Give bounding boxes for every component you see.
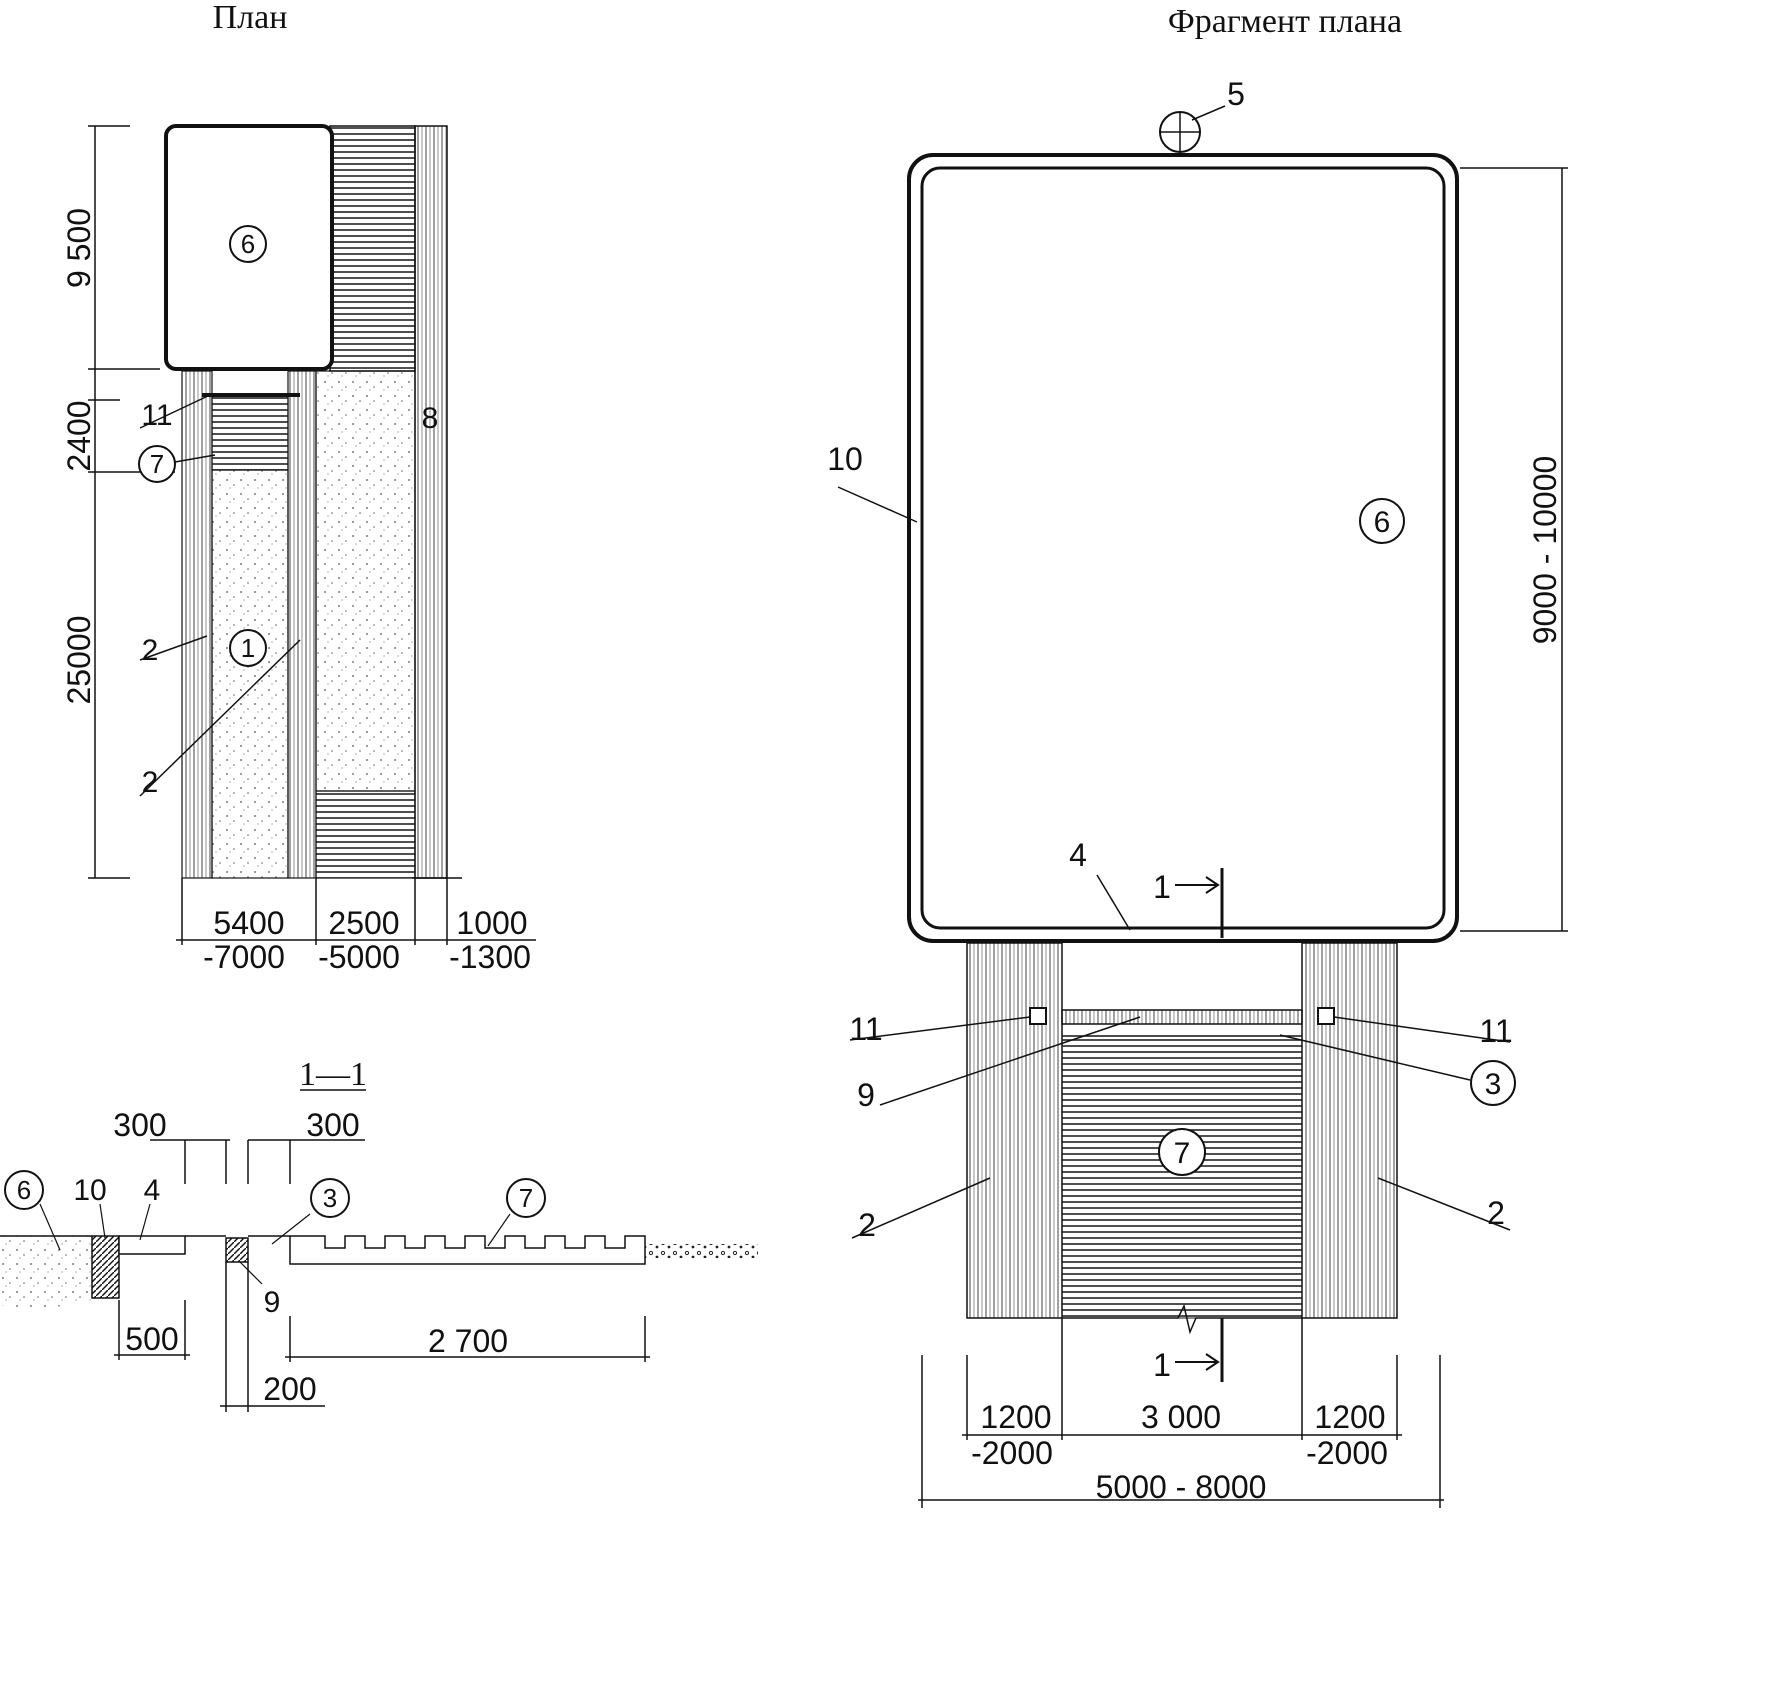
plan-title: План bbox=[213, 0, 288, 36]
fragment-label-11-right: 11 bbox=[1479, 1013, 1512, 1049]
fragment-building-inner bbox=[920, 166, 1446, 930]
plan-strip-2-right bbox=[287, 370, 317, 879]
plan-hatched-bottom bbox=[315, 790, 416, 879]
plan-label-2-b: 2 bbox=[142, 766, 159, 799]
fragment-dim-left-a: 1200 bbox=[980, 1399, 1051, 1435]
section-slab-4 bbox=[118, 1235, 186, 1255]
section-soil-6 bbox=[0, 1236, 92, 1310]
plan-dim-2400: 2400 bbox=[61, 400, 97, 471]
fragment-marker-11-left bbox=[1029, 1007, 1047, 1025]
fragment-drawing bbox=[837, 105, 1568, 1508]
plan-label-8: 8 bbox=[422, 402, 439, 435]
section-title: 1—1 bbox=[299, 1056, 367, 1093]
fragment-callout-6 bbox=[1359, 498, 1405, 544]
section-label-10: 10 bbox=[73, 1174, 106, 1207]
fragment-cut-label-bottom: 1 bbox=[1153, 1347, 1171, 1383]
fragment-dim-left-b: -2000 bbox=[971, 1435, 1053, 1471]
plan-strip-8 bbox=[414, 125, 448, 879]
plan-dim-7000: -7000 bbox=[203, 939, 285, 975]
plan-dim-5000: -5000 bbox=[318, 939, 400, 975]
plan-dim-25000: 25000 bbox=[61, 616, 97, 705]
fragment-label-4: 4 bbox=[1069, 837, 1087, 873]
section-dim-300-a: 300 bbox=[113, 1107, 166, 1143]
fragment-callout-3-text: 3 bbox=[1485, 1068, 1502, 1101]
fragment-dim-right-b: -2000 bbox=[1306, 1435, 1388, 1471]
fragment-dim-total: 5000 - 8000 bbox=[1096, 1469, 1267, 1505]
section-grid-7 bbox=[289, 1235, 646, 1265]
plan-dim-9500: 9 500 bbox=[61, 208, 97, 288]
fragment-band-9 bbox=[1061, 1009, 1303, 1025]
fragment-dim-right-a: 1200 bbox=[1314, 1399, 1385, 1435]
fragment-callout-3 bbox=[1470, 1060, 1516, 1106]
plan-dotted-right bbox=[315, 370, 416, 792]
section-callout-3 bbox=[310, 1178, 350, 1218]
section-callout-6 bbox=[4, 1170, 44, 1210]
fragment-marker-11-right bbox=[1317, 1007, 1335, 1025]
fragment-strip-2-left bbox=[966, 942, 1063, 1319]
section-gravel bbox=[645, 1244, 758, 1258]
section-label-9: 9 bbox=[264, 1286, 281, 1319]
fragment-label-2-left: 2 bbox=[858, 1207, 876, 1243]
plan-hatched-top bbox=[329, 125, 416, 372]
fragment-label-11-left: 11 bbox=[849, 1011, 882, 1047]
section-label-4: 4 bbox=[144, 1174, 161, 1207]
section-callout-7 bbox=[506, 1178, 546, 1218]
fragment-callout-7 bbox=[1158, 1128, 1206, 1176]
section-wall-10 bbox=[91, 1235, 120, 1299]
fragment-label-9: 9 bbox=[857, 1077, 875, 1113]
plan-zone-7 bbox=[211, 394, 289, 471]
fragment-callout-6-text: 6 bbox=[1374, 506, 1391, 539]
section-callout-3-text: 3 bbox=[323, 1183, 337, 1213]
plan-callout-1 bbox=[229, 629, 267, 667]
plan-zone-1 bbox=[211, 469, 289, 879]
section-dim-300-b: 300 bbox=[306, 1107, 359, 1143]
fragment-callout-7-text: 7 bbox=[1174, 1137, 1191, 1170]
plan-dim-1300: -1300 bbox=[449, 939, 531, 975]
fragment-cut-label-top: 1 bbox=[1153, 869, 1171, 905]
plan-strip-2-left bbox=[181, 370, 213, 879]
plan-callout-7-text: 7 bbox=[150, 449, 164, 479]
plan-label-2-a: 2 bbox=[142, 634, 159, 667]
fragment-dim-height: 9000 - 10000 bbox=[1527, 456, 1563, 645]
plan-callout-6-text: 6 bbox=[241, 229, 255, 259]
plan-dim-5400: 5400 bbox=[213, 905, 284, 941]
section-curb-9 bbox=[225, 1237, 249, 1263]
section-callout-7-text: 7 bbox=[519, 1183, 533, 1213]
plan-dim-1000: 1000 bbox=[456, 905, 527, 941]
fragment-dim-mid: 3 000 bbox=[1141, 1399, 1221, 1435]
fragment-label-10: 10 bbox=[827, 441, 863, 477]
fragment-strip-2-right bbox=[1301, 942, 1398, 1319]
plan-dim-2500: 2500 bbox=[328, 905, 399, 941]
section-drawing bbox=[0, 1139, 758, 1412]
plan-callout-6 bbox=[229, 225, 267, 263]
plan-drawing bbox=[88, 124, 536, 945]
plan-callout-7 bbox=[138, 445, 176, 483]
fragment-title: Фрагмент плана bbox=[1168, 3, 1402, 40]
fragment-building-outer-10 bbox=[907, 153, 1459, 943]
plan-label-11: 11 bbox=[141, 399, 172, 432]
section-callout-6-text: 6 bbox=[17, 1175, 31, 1205]
plan-callout-1-text: 1 bbox=[241, 633, 255, 663]
section-dim-500: 500 bbox=[125, 1321, 178, 1357]
fragment-label-2-right: 2 bbox=[1487, 1195, 1505, 1231]
fragment-label-5: 5 bbox=[1227, 76, 1245, 112]
fragment-zone-7 bbox=[1061, 1035, 1303, 1319]
section-dim-200: 200 bbox=[263, 1371, 316, 1407]
section-dim-2700: 2 700 bbox=[428, 1323, 508, 1359]
